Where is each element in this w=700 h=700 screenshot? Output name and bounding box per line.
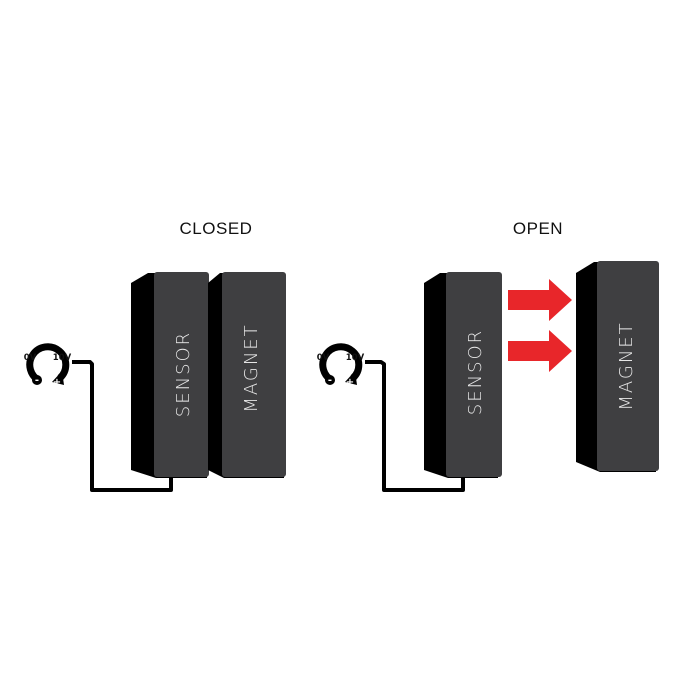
open-wire bbox=[365, 360, 465, 492]
open-magnet-face bbox=[597, 261, 659, 471]
open-arrow-top-shape bbox=[508, 279, 572, 321]
open-dial-plus-sign: + bbox=[346, 377, 354, 388]
closed-dial-high-label: 10V bbox=[53, 353, 72, 363]
open-title: OPEN bbox=[513, 219, 563, 238]
closed-dial-low-label: 0V bbox=[24, 353, 37, 363]
open-arrow-bottom-icon bbox=[508, 330, 572, 372]
closed-magnet-label: MAGNET bbox=[241, 323, 262, 412]
open-arrow-top-icon bbox=[508, 279, 572, 321]
closed-wire bbox=[72, 360, 173, 492]
open-arrow-bottom-shape bbox=[508, 330, 572, 372]
open-dial-low-label: 0V bbox=[317, 353, 330, 363]
closed-dial-arc bbox=[26, 343, 70, 385]
open-voltage-dial-icon: - + 0V 10V bbox=[317, 343, 365, 388]
open-sensor-block: SENSOR bbox=[424, 272, 502, 478]
closed-sensor-face bbox=[154, 272, 209, 477]
closed-magnet-block: MAGNET bbox=[208, 272, 286, 478]
closed-dial-minus-sign: - bbox=[35, 375, 39, 386]
open-dial-high-label: 10V bbox=[346, 353, 365, 363]
open-sensor-face bbox=[446, 272, 502, 477]
closed-voltage-dial-icon: - + 0V 10V bbox=[24, 343, 72, 388]
closed-dial-plus-sign: + bbox=[53, 377, 61, 388]
open-dial-minus-dot bbox=[325, 375, 335, 385]
open-dial-minus-sign: - bbox=[328, 375, 332, 386]
closed-sensor-block: SENSOR bbox=[131, 272, 209, 478]
open-dial-arrowhead bbox=[345, 371, 357, 385]
closed-title: CLOSED bbox=[180, 219, 253, 238]
closed-magnet-face bbox=[222, 272, 286, 477]
closed-sensor-label: SENSOR bbox=[173, 331, 194, 417]
closed-dial-arrowhead bbox=[52, 371, 64, 385]
closed-panel: CLOSED SENSOR MAGNET - + 0V 10V bbox=[24, 219, 286, 492]
open-magnet-block: MAGNET bbox=[576, 261, 659, 472]
open-dial-arc bbox=[319, 343, 363, 385]
open-panel: OPEN SENSOR - + 0V 10V bbox=[317, 219, 659, 492]
closed-dial-minus-dot bbox=[32, 375, 42, 385]
open-sensor-label: SENSOR bbox=[465, 329, 486, 415]
open-magnet-label: MAGNET bbox=[616, 321, 637, 410]
